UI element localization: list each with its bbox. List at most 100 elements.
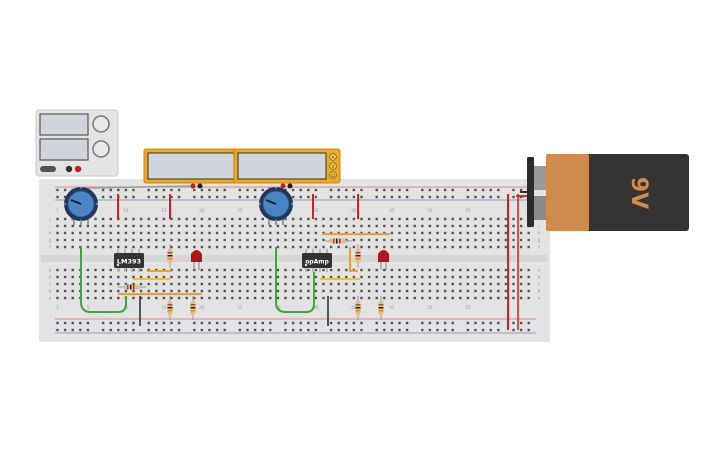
breadboard-hole[interactable] [398,238,401,242]
breadboard-hole[interactable] [200,328,204,332]
breadboard-hole[interactable] [86,238,90,242]
breadboard-hole[interactable] [519,224,523,228]
breadboard-hole[interactable] [155,245,158,249]
breadboard-hole[interactable] [132,195,135,199]
breadboard-hole[interactable] [512,245,515,249]
breadboard-hole[interactable] [86,289,90,293]
breadboard-hole[interactable] [109,282,112,286]
breadboard-hole[interactable] [337,224,340,228]
breadboard-hole[interactable] [246,328,249,332]
breadboard-hole[interactable] [443,321,447,325]
breadboard-hole[interactable] [504,231,508,235]
breadboard-hole[interactable] [117,224,120,228]
breadboard-hole[interactable] [86,282,90,286]
breadboard-hole[interactable] [497,268,500,272]
breadboard-hole[interactable] [314,328,318,332]
breadboard-hole[interactable] [193,275,196,279]
breadboard-hole[interactable] [314,188,318,192]
resistor-vertical-4[interactable] [355,244,361,268]
breadboard-hole[interactable] [79,224,82,228]
breadboard-hole[interactable] [307,275,310,279]
breadboard-hole[interactable] [352,217,356,221]
breadboard-hole[interactable] [390,195,394,199]
breadboard-hole[interactable] [428,231,432,235]
breadboard-hole[interactable] [162,238,166,242]
breadboard-hole[interactable] [284,282,287,286]
breadboard-hole[interactable] [284,238,287,242]
breadboard-hole[interactable] [466,268,470,272]
breadboard-hole[interactable] [246,282,249,286]
breadboard-hole[interactable] [56,224,59,228]
breadboard-hole[interactable] [170,224,173,228]
breadboard-hole[interactable] [132,275,135,279]
breadboard-hole[interactable] [527,238,530,242]
breadboard-hole[interactable] [497,217,500,221]
breadboard-hole[interactable] [474,321,477,325]
breadboard-hole[interactable] [193,231,196,235]
green-wire-left[interactable] [80,247,127,313]
breadboard-hole[interactable] [299,321,302,325]
breadboard-hole[interactable] [375,268,378,272]
breadboard-hole[interactable] [519,231,523,235]
breadboard-hole[interactable] [504,238,508,242]
breadboard-hole[interactable] [375,275,378,279]
breadboard-hole[interactable] [71,238,74,242]
supply-terminal-red[interactable] [74,165,82,173]
breadboard-hole[interactable] [466,217,470,221]
breadboard-hole[interactable] [261,289,264,293]
breadboard-hole[interactable] [421,188,424,192]
breadboard-hole[interactable] [489,195,492,199]
power-supply[interactable] [35,109,119,177]
breadboard-hole[interactable] [215,195,219,199]
breadboard-hole[interactable] [352,224,356,228]
breadboard-hole[interactable] [269,328,272,332]
breadboard-hole[interactable] [367,289,371,293]
breadboard-hole[interactable] [451,275,454,279]
breadboard-hole[interactable] [398,328,401,332]
breadboard-hole[interactable] [451,268,454,272]
breadboard-hole[interactable] [155,195,158,199]
breadboard-hole[interactable] [519,328,523,332]
breadboard-hole[interactable] [162,195,166,199]
breadboard-hole[interactable] [231,217,234,221]
breadboard-hole[interactable] [56,282,59,286]
breadboard-hole[interactable] [155,289,158,293]
breadboard-hole[interactable] [253,238,257,242]
breadboard-hole[interactable] [405,224,409,228]
breadboard-hole[interactable] [101,321,105,325]
breadboard-hole[interactable] [459,275,462,279]
breadboard-hole[interactable] [215,328,219,332]
breadboard-hole[interactable] [253,328,257,332]
breadboard-hole[interactable] [261,282,264,286]
breadboard-hole[interactable] [101,282,105,286]
breadboard-hole[interactable] [428,289,432,293]
breadboard-hole[interactable] [405,296,409,300]
breadboard-hole[interactable] [208,231,211,235]
breadboard-hole[interactable] [200,231,204,235]
breadboard-hole[interactable] [56,238,59,242]
breadboard-hole[interactable] [383,328,386,332]
breadboard-hole[interactable] [185,231,188,235]
breadboard-hole[interactable] [421,245,424,249]
breadboard-hole[interactable] [94,245,97,249]
breadboard-hole[interactable] [132,231,135,235]
breadboard-hole[interactable] [481,195,485,199]
breadboard-hole[interactable] [367,245,371,249]
breadboard-hole[interactable] [383,188,386,192]
breadboard-hole[interactable] [367,238,371,242]
breadboard-hole[interactable] [489,188,492,192]
breadboard-hole[interactable] [329,268,333,272]
breadboard-hole[interactable] [147,289,150,293]
breadboard-hole[interactable] [474,328,477,332]
supply-current-knob[interactable] [92,140,110,158]
breadboard-hole[interactable] [383,275,386,279]
breadboard-hole[interactable] [132,268,135,272]
breadboard-hole[interactable] [269,296,272,300]
breadboard-hole[interactable] [314,231,318,235]
breadboard-hole[interactable] [436,224,439,228]
breadboard-hole[interactable] [466,231,470,235]
breadboard-hole[interactable] [86,224,90,228]
breadboard-hole[interactable] [276,268,280,272]
breadboard-hole[interactable] [527,321,530,325]
breadboard-hole[interactable] [200,195,204,199]
